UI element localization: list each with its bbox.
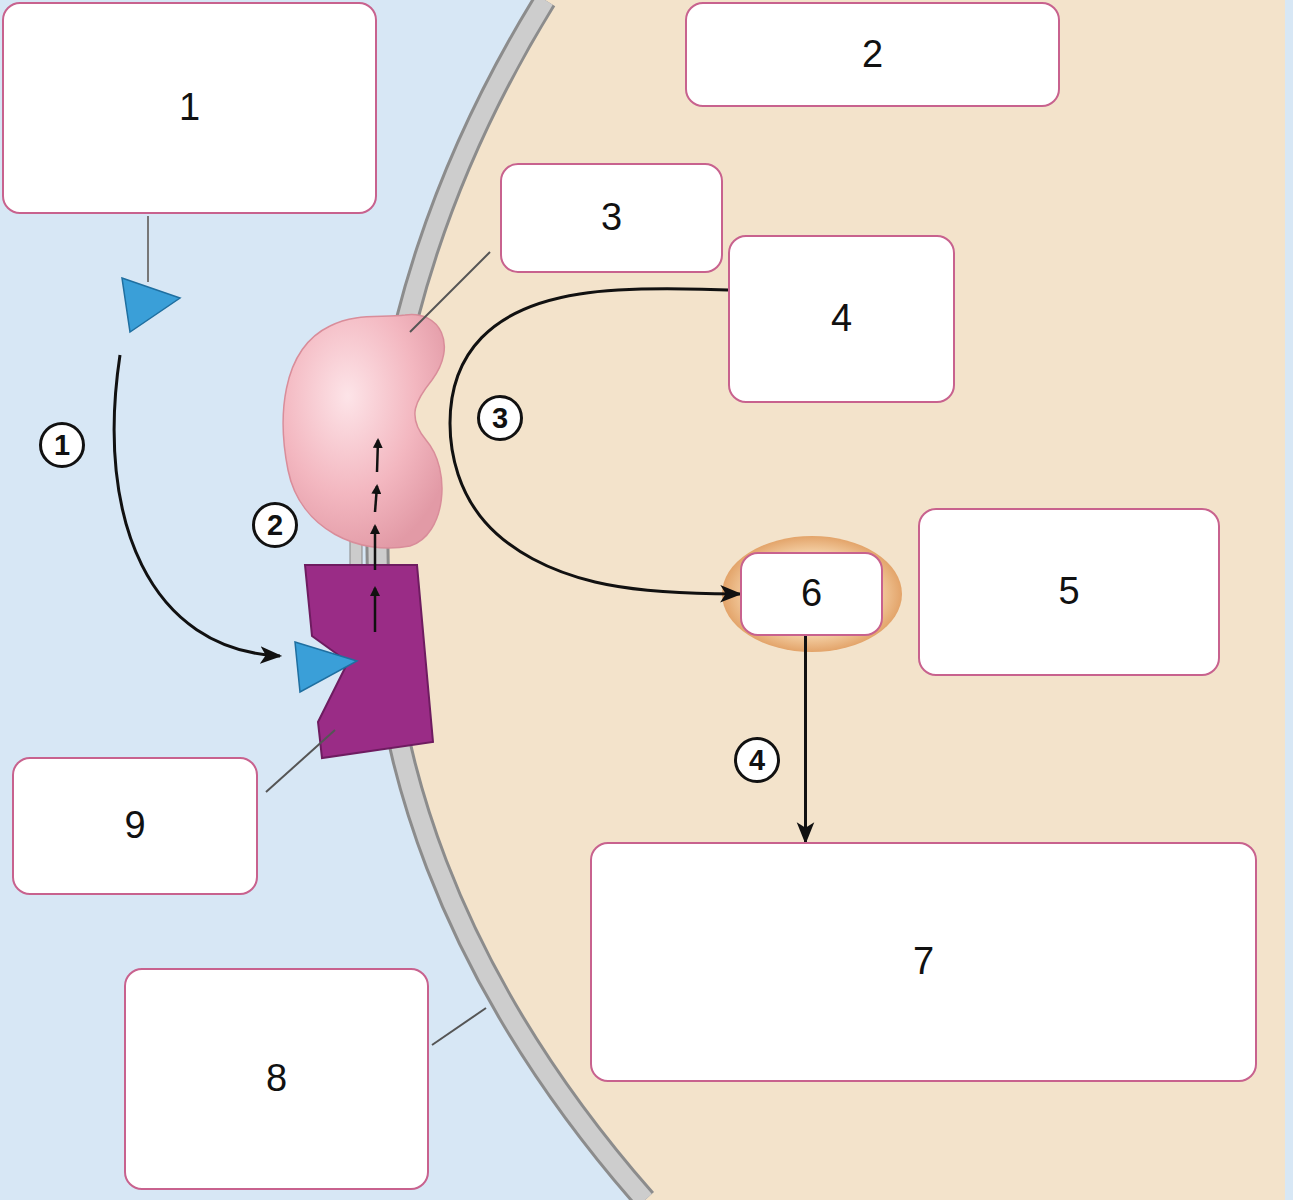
callout-number: 4: [749, 746, 765, 775]
label-box: 9: [12, 757, 258, 895]
callout-circle: 4: [734, 737, 780, 783]
callout-circle: 2: [252, 502, 298, 548]
flow-arrow: [804, 636, 807, 842]
activation-arrow: [377, 440, 378, 472]
activation-arrow: [374, 588, 377, 632]
activation-arrows: [375, 440, 378, 632]
callout-number: 3: [492, 404, 508, 433]
leader-line: [410, 252, 490, 332]
flow-arrow: [450, 289, 740, 594]
box-number: 5: [1058, 571, 1079, 613]
leader-line: [432, 1008, 486, 1045]
callout-circle: 3: [477, 395, 523, 441]
leader-line: [266, 730, 335, 792]
cytoplasm: [377, 0, 1285, 1200]
box-number: 2: [862, 34, 883, 76]
label-box: 1: [2, 2, 377, 214]
bound-ligand: [295, 642, 357, 692]
label-box: 7: [590, 842, 1257, 1082]
box-number: 4: [831, 298, 852, 340]
label-box: 8: [124, 968, 429, 1190]
box-number: 7: [913, 941, 934, 983]
binding-arrow: [114, 355, 280, 656]
label-box: 2: [685, 2, 1060, 107]
activation-arrow: [375, 486, 377, 512]
label-box: 6: [740, 552, 883, 636]
activation-arrow: [374, 526, 377, 570]
label-box: 5: [918, 508, 1220, 676]
box-number: 3: [601, 197, 622, 239]
ligand: [122, 278, 180, 332]
box-number: 6: [801, 573, 822, 615]
vesicle: [722, 536, 902, 652]
callout-circle: 1: [39, 422, 85, 468]
callout-number: 2: [267, 511, 283, 540]
box-number: 8: [266, 1058, 287, 1100]
leader-line: [147, 216, 149, 282]
label-box: 3: [500, 163, 723, 273]
box-number: 9: [124, 805, 145, 847]
box-number: 1: [179, 87, 200, 129]
label-box: 4: [728, 235, 955, 403]
enzyme: [283, 315, 444, 549]
callout-number: 1: [54, 431, 70, 460]
